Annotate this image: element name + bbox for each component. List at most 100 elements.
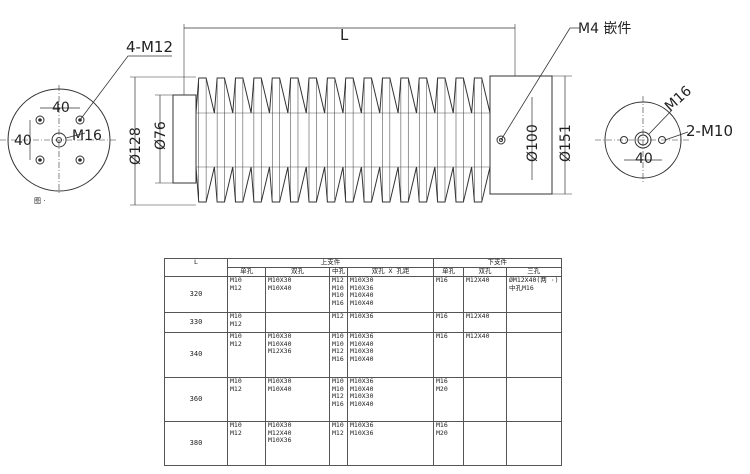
right-end-view (595, 96, 690, 184)
cell-line: M10X30 (350, 276, 374, 284)
cell-line: M12 (230, 428, 242, 437)
cell-line: M16 (436, 377, 448, 385)
cell-line: M10 (332, 332, 344, 340)
cell-line: M10X30 (268, 421, 292, 429)
cell-line: M12 (332, 428, 344, 437)
cell-line: ØM12X40(两 ·) (509, 276, 559, 284)
cell-L: 330 (164, 312, 228, 333)
cell-line: M10X40 (268, 339, 292, 348)
cell-line: M10X30 (268, 276, 292, 284)
cell-line: M10X40 (350, 384, 374, 393)
cell-line: M10 (332, 339, 344, 348)
left-spacing-h: 40 (52, 100, 70, 116)
cell-line: M12 (332, 312, 344, 320)
cell-L: 340 (164, 332, 228, 378)
cell-line: M10X40 (268, 384, 292, 393)
cell-line: M10X30 (268, 332, 292, 340)
cell-top-mid-double: M10X36 (347, 312, 434, 333)
cell-line: M12 (230, 319, 242, 328)
cell-line: M10X40 (350, 339, 374, 348)
cell-line: M10 (230, 332, 242, 340)
cell-L: 360 (164, 377, 228, 422)
right-side-holes: 2-M10 (686, 122, 733, 140)
cell-line: M10X40 (350, 298, 374, 307)
cell-bot-triple (506, 332, 562, 378)
left-center-hole: M16 (72, 128, 102, 144)
dia-outer-label: Ø128 (128, 127, 144, 165)
cell-line: M10X40 (350, 354, 374, 363)
cell-bot-double: M12X40 (463, 276, 507, 313)
cell-line: M10X40 (350, 291, 374, 299)
cell-line: M10 (230, 276, 242, 284)
bellows-sheds (195, 77, 491, 203)
cell-line: M16 (332, 298, 344, 307)
left-end-view (0, 55, 172, 195)
cell-line: M10X30 (350, 392, 374, 400)
cell-bot-single: M16 (433, 332, 464, 378)
cell-line: M10X36 (350, 283, 374, 292)
cell-bot-double (463, 421, 507, 466)
cell-line: M16 (332, 354, 344, 363)
cell-bot-triple (506, 421, 562, 466)
cell-line: M12 (332, 392, 344, 400)
cell-bot-triple (506, 312, 562, 333)
cell-line: M12 (332, 276, 344, 284)
cell-line: M16 (436, 421, 448, 429)
dia-end-outer-label: Ø151 (558, 124, 574, 162)
length-label: L (340, 26, 349, 44)
cell-line: M16 (436, 312, 448, 320)
cell-L: 380 (164, 421, 228, 466)
cell-bot-double: M12X40 (463, 332, 507, 378)
left-holes-callout: 4-M12 (126, 38, 173, 56)
cell-bot-double (463, 377, 507, 422)
cell-line: M10X36 (350, 332, 374, 340)
cell-line: M20 (436, 428, 448, 437)
cell-line: M10 (332, 283, 344, 292)
cell-bot-single: M16 (433, 276, 464, 313)
cell-top-mid: M12 (329, 312, 348, 333)
cell-line: M10X40 (350, 399, 374, 408)
main-view-bellows (130, 24, 580, 206)
cell-line: M10 (230, 312, 242, 320)
cell-line: M10X40 (268, 283, 292, 292)
cell-line: M12X36 (268, 347, 292, 355)
cell-line: M16 (436, 332, 448, 340)
cell-line: M10 (332, 291, 344, 299)
cell-line: M12 (230, 283, 242, 292)
cell-line: M10 (230, 377, 242, 385)
left-spacing-v: 40 (14, 133, 32, 149)
header-L: L (164, 258, 228, 277)
cell-bot-single: M16 (433, 312, 464, 333)
cell-line: M10X30 (268, 377, 292, 385)
cell-line: M10 (332, 377, 344, 385)
cell-line: M12 (230, 384, 242, 393)
cell-line: M20 (436, 384, 448, 393)
cell-top-double (265, 312, 330, 333)
cell-bot-triple: ØM12X40(两 ·)中孔M16 (506, 276, 562, 313)
cell-line: M12 (230, 339, 242, 348)
dia-inner-label: Ø76 (153, 121, 169, 150)
right-spacing: 40 (635, 151, 653, 167)
cell-line: M10X36 (350, 421, 374, 429)
cell-line: M10 (332, 384, 344, 393)
cell-line: M12X40 (466, 332, 490, 340)
